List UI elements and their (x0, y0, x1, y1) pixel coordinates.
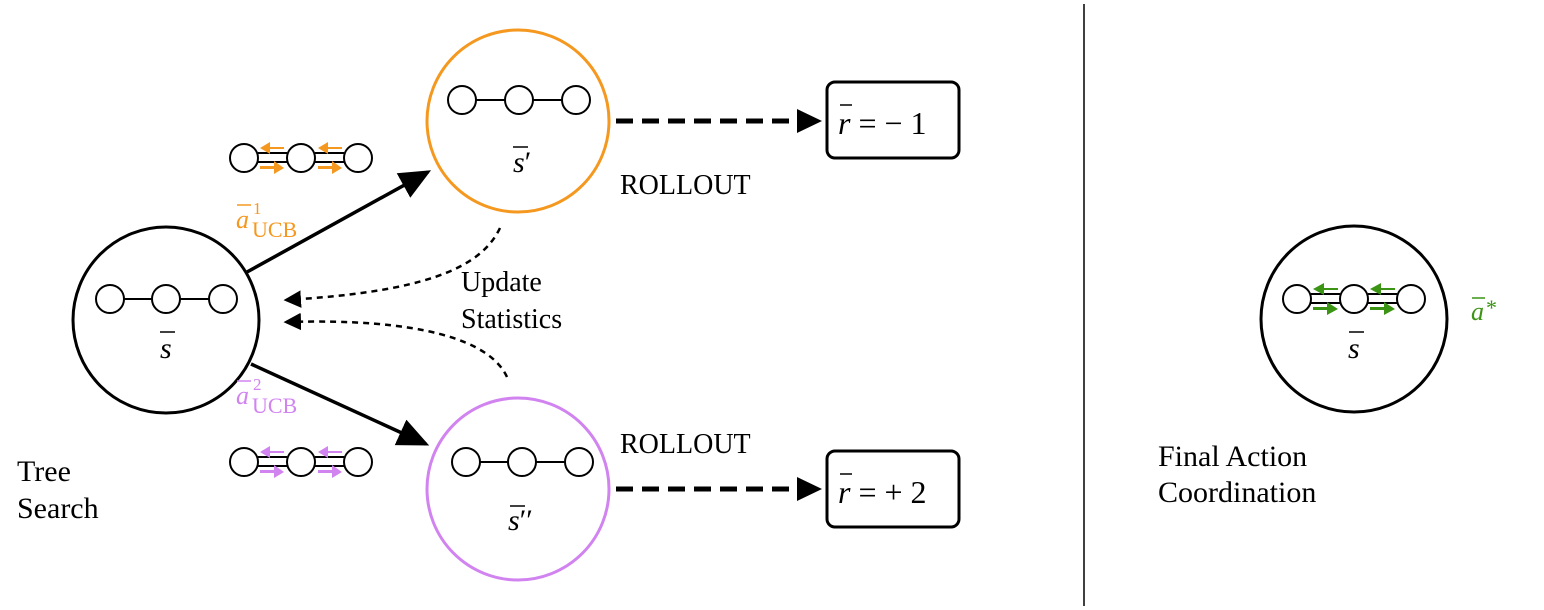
arrow-right-icon (318, 465, 342, 478)
child2-state-label: s′′ (508, 504, 533, 537)
arrow-right-icon (260, 161, 284, 174)
child1-agent-chain (447, 85, 591, 115)
action2-label: a 2 UCB (236, 375, 297, 418)
root-agent-chain (95, 284, 238, 314)
final-action-label-line2: Coordination (1158, 476, 1316, 509)
rollout-arrowhead-2 (797, 477, 822, 501)
arrow-right-icon (318, 161, 342, 174)
update-statistics-label-line2: Statistics (461, 304, 562, 335)
arrow-right-icon (1370, 302, 1395, 315)
arrow-left-icon (260, 446, 284, 458)
rollout-arrowhead-1 (797, 109, 822, 133)
rollout-label-1: ROLLOUT (620, 170, 751, 201)
child1-state-label: s′ (513, 146, 531, 179)
svg-text:r = + 2: r = + 2 (838, 474, 927, 510)
reward-box-2: r = + 2 (825, 449, 961, 529)
svg-text:UCB: UCB (252, 393, 297, 418)
update-statistics-label-line1: Update (461, 267, 542, 298)
final-state-node: s (1259, 224, 1449, 414)
final-action-label: a * (1471, 295, 1497, 326)
edge-root-to-child1 (246, 170, 432, 274)
action1-label: a 1 UCB (236, 199, 297, 242)
final-joint-action-icon (1282, 283, 1426, 315)
backprop-curve-2 (283, 312, 509, 378)
root-state-label: s (160, 332, 172, 365)
arrow-right-icon (1313, 302, 1338, 315)
final-action-label-line1: Final Action (1158, 440, 1307, 473)
child-state-node-2: s′′ (425, 396, 611, 582)
tree-search-label-line1: Tree (17, 455, 71, 488)
svg-text:a: a (236, 205, 249, 234)
svg-text:2: 2 (253, 375, 262, 394)
arrow-left-icon (260, 142, 284, 154)
root-state-node: s (71, 225, 261, 415)
svg-text:*: * (1486, 295, 1497, 320)
svg-text:1: 1 (253, 199, 262, 218)
action1-joint-action-icon (229, 142, 373, 174)
child-state-node-1: s′ (425, 28, 611, 214)
final-state-label: s (1348, 332, 1360, 365)
edge-root-to-child2 (250, 362, 430, 446)
arrow-left-icon (318, 142, 342, 154)
action2-joint-action-icon (229, 446, 373, 478)
arrow-right-icon (260, 465, 284, 478)
arrow-left-icon (318, 446, 342, 458)
svg-text:UCB: UCB (252, 217, 297, 242)
backprop-curve-1 (283, 227, 502, 308)
svg-text:a: a (1471, 297, 1484, 326)
svg-text:r = − 1: r = − 1 (838, 105, 927, 141)
child2-agent-chain (451, 447, 594, 477)
arrow-left-icon (1313, 283, 1338, 295)
reward-box-1: r = − 1 (825, 80, 961, 160)
tree-search-label-line2: Search (17, 492, 99, 525)
arrow-left-icon (1370, 283, 1395, 295)
svg-text:a: a (236, 381, 249, 410)
rollout-label-2: ROLLOUT (620, 429, 751, 460)
